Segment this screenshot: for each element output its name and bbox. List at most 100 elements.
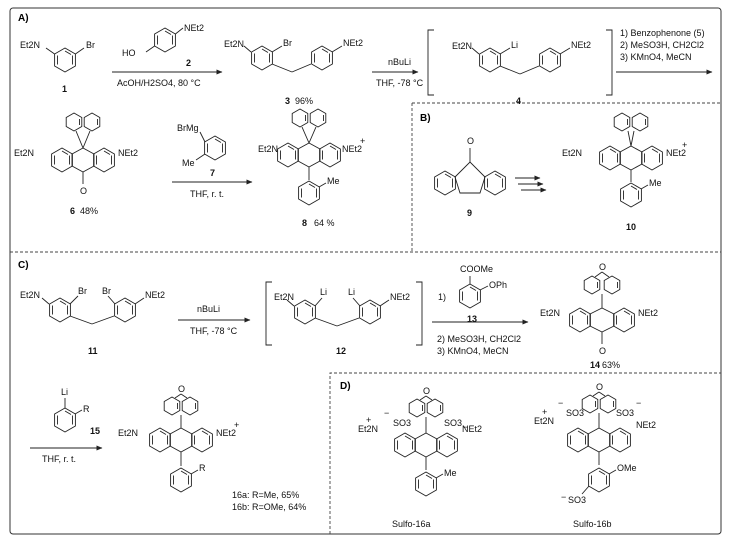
compound-3: Et2N Br NEt2 3 96% <box>224 38 363 106</box>
charge-minus: − <box>636 398 641 408</box>
compound-label-1: 1 <box>62 84 67 94</box>
charge-minus: − <box>558 398 563 408</box>
atom-ho: HO <box>122 48 136 58</box>
atom-net2: NEt2 <box>216 428 236 438</box>
section-d-label: D) <box>340 381 351 392</box>
atom-et2n: Et2N <box>534 416 554 426</box>
charge-plus: + <box>366 415 371 425</box>
atom-et2n: Et2N <box>274 292 294 302</box>
condition-c2-2: 2) MeSO3H, CH2Cl2 <box>437 334 521 344</box>
charge-plus: + <box>234 420 239 430</box>
atom-et2n: Et2N <box>562 148 582 158</box>
atom-li: Li <box>511 40 518 50</box>
yield-8: 64 % <box>314 218 335 228</box>
compound-label-7: 7 <box>210 168 215 178</box>
atom-br: Br <box>102 286 111 296</box>
atom-so3: SO3 <box>568 495 586 505</box>
condition-a3-2: 2) MeSO3H, CH2Cl2 <box>620 40 704 50</box>
compound-label-2: 2 <box>186 58 191 68</box>
atom-so3: SO3 <box>566 408 584 418</box>
charge-minus: − <box>463 422 468 432</box>
compound-label-16b: 16b: R=OMe, 64% <box>232 502 306 512</box>
atom-li: Li <box>348 287 355 297</box>
condition-c1: THF, -78 °C <box>190 326 238 336</box>
outer-frame <box>9 7 722 535</box>
reagent-c1: nBuLi <box>197 304 220 314</box>
section-a-label: A) <box>18 13 29 24</box>
atom-me: Me <box>444 468 457 478</box>
compound-sulfo-16a: O SO3 − SO3 − Me Et2N + NEt2 Sulfo-16a <box>358 386 482 529</box>
condition-a3-1: 1) Benzophenone (5) <box>620 28 705 38</box>
compound-12: Et2N Li Li NEt2 12 <box>265 281 423 356</box>
atom-o: O <box>178 384 185 394</box>
atom-r: R <box>199 463 206 473</box>
compound-1: Et2N Br 1 <box>20 40 95 94</box>
compound-4: Et2N Li NEt2 4 <box>427 29 613 106</box>
compound-label-8: 8 <box>302 218 307 228</box>
atom-me: Me <box>182 158 195 168</box>
atom-me: Me <box>649 178 662 188</box>
atom-o: O <box>467 136 474 146</box>
atom-et2n: Et2N <box>20 290 40 300</box>
compound-15: Li R 15 <box>54 387 100 436</box>
atom-net2: NEt2 <box>343 38 363 48</box>
compound-sulfo-16b: O SO3 − SO3 − OMe SO3 − Et2N + NEt2 Sulf… <box>534 382 656 529</box>
atom-et2n: Et2N <box>452 41 472 51</box>
compound-label-4: 4 <box>516 96 521 106</box>
atom-so3: SO3 <box>393 418 411 428</box>
charge-minus: − <box>561 492 566 502</box>
yield-6: 48% <box>80 206 98 216</box>
charge-minus: − <box>384 408 389 418</box>
section-c-label: C) <box>18 260 29 271</box>
compound-label-16a: 16a: R=Me, 65% <box>232 490 299 500</box>
compound-16: O R Et2N NEt2 + 16a: R=Me, 65% 16b: R=OM… <box>118 384 306 512</box>
atom-o: O <box>599 262 606 272</box>
atom-so3: SO3 <box>616 408 634 418</box>
compound-13: COOMe OPh 13 1) <box>438 264 507 324</box>
compound-label-12: 12 <box>336 346 346 356</box>
atom-net2: NEt2 <box>390 292 410 302</box>
divider-d <box>329 372 721 534</box>
compound-14: O O Et2N NEt2 14 63% <box>540 262 658 370</box>
atom-et2n: Et2N <box>540 308 560 318</box>
compound-label-13: 13 <box>467 314 477 324</box>
atom-brmg: BrMg <box>177 123 199 133</box>
atom-net2: NEt2 <box>184 23 204 33</box>
condition-a1: AcOH/H2SO4, 80 °C <box>117 78 201 88</box>
atom-so3: SO3 <box>444 418 462 428</box>
condition-a4: THF, r. t. <box>190 189 224 199</box>
atom-me: Me <box>327 176 340 186</box>
charge-plus: + <box>542 407 547 417</box>
compound-label-14: 14 <box>590 360 600 370</box>
compound-label-15: 15 <box>90 426 100 436</box>
atom-li: Li <box>61 387 68 397</box>
atom-o: O <box>599 346 606 356</box>
atom-ome: OMe <box>617 463 637 473</box>
atom-br: Br <box>283 38 292 48</box>
section-b-label: B) <box>420 113 431 124</box>
atom-net2: NEt2 <box>571 40 591 50</box>
compound-label-sulfo-16a: Sulfo-16a <box>392 519 431 529</box>
compound-11: Et2N Br Br NEt2 11 <box>20 286 165 356</box>
compound-label-10: 10 <box>626 222 636 232</box>
atom-br: Br <box>78 286 87 296</box>
yield-14: 63% <box>602 360 620 370</box>
atom-li: Li <box>320 287 327 297</box>
atom-et2n: Et2N <box>358 424 378 434</box>
atom-et2n: Et2N <box>224 39 244 49</box>
atom-o: O <box>423 386 430 396</box>
atom-net2: NEt2 <box>666 148 686 158</box>
atom-r: R <box>83 404 90 414</box>
condition-a3-3: 3) KMnO4, MeCN <box>620 52 692 62</box>
atom-coome: COOMe <box>460 264 493 274</box>
compound-8: Me Et2N NEt2 + 8 64 % <box>258 108 365 228</box>
charge-plus: + <box>682 140 687 150</box>
condition-c2-1: 1) <box>438 292 446 302</box>
atom-net2: NEt2 <box>145 290 165 300</box>
atom-br: Br <box>86 40 95 50</box>
atom-et2n: Et2N <box>258 144 278 154</box>
atom-et2n: Et2N <box>14 148 34 158</box>
atom-net2: NEt2 <box>342 144 362 154</box>
